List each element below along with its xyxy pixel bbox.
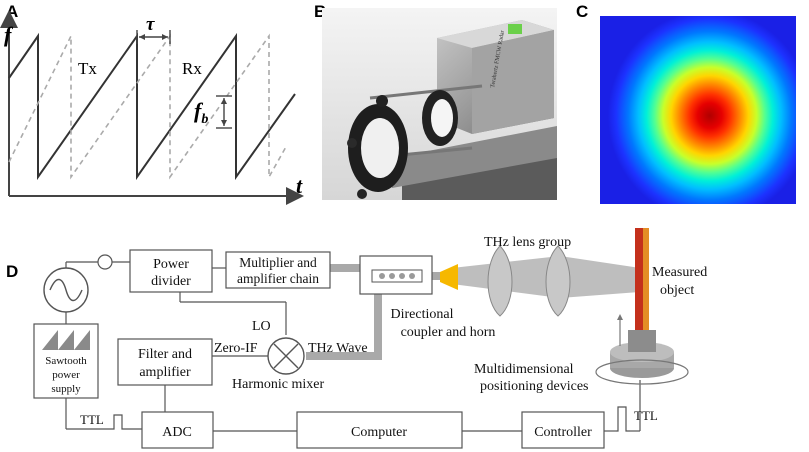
tau-label: τ	[146, 14, 155, 35]
directional-label-2: coupler and horn	[401, 325, 496, 340]
measured-label-2: object	[660, 283, 694, 298]
tx-label: Tx	[78, 59, 97, 78]
directional-label-1: Directional	[391, 307, 454, 322]
computer-box	[296, 411, 463, 449]
sawtooth-label-3: supply	[51, 383, 81, 395]
sawtooth-label-2: power	[52, 369, 80, 381]
source-loop-icon	[97, 254, 113, 270]
multiplier-label-2: amplifier chain	[237, 271, 319, 286]
lens-group-label: THz lens group	[484, 235, 571, 250]
sawtooth-icon	[42, 330, 90, 350]
filter-label-1: Filter and	[138, 347, 192, 362]
ttl-left-label: TTL	[80, 412, 104, 427]
fb-label: fb	[194, 98, 208, 127]
thz-wave-label: THz Wave	[308, 341, 368, 356]
harmonic-mixer-label: Harmonic mixer	[232, 377, 324, 392]
y-axis-label: f	[4, 22, 14, 47]
tx-waveform	[8, 32, 296, 181]
rotation-arrow-icon	[595, 359, 689, 385]
power-divider-box	[129, 249, 213, 293]
lens-1-icon	[487, 245, 513, 317]
power-divider-label-2: divider	[151, 274, 191, 289]
radar-photo: Terahertz FMCW Radar	[322, 8, 557, 200]
panel-letter-d: D	[6, 262, 19, 281]
filter-label-2: amplifier	[139, 365, 191, 380]
rx-label: Rx	[182, 59, 202, 78]
sawtooth-label-1: Sawtooth	[45, 355, 87, 367]
lo-label: LO	[252, 319, 271, 334]
multidim-label-2: positioning devices	[480, 379, 589, 394]
multidim-label-1: Multidimensional	[474, 362, 574, 377]
beam-heatmap	[600, 16, 796, 204]
multiplier-box	[225, 251, 331, 289]
x-axis-label: t	[296, 173, 303, 198]
adc-label: ADC	[162, 425, 192, 440]
controller-label: Controller	[534, 425, 592, 440]
rx-waveform	[8, 33, 288, 181]
ttl-right-label: TTL	[634, 408, 658, 423]
zero-if-label: Zero-IF	[214, 341, 258, 356]
computer-label: Computer	[351, 425, 407, 440]
panel-letter-c: C	[576, 2, 589, 21]
horn-icon	[440, 264, 458, 290]
multiplier-label-1: Multiplier and	[239, 255, 317, 270]
power-divider-label-1: Power	[153, 257, 189, 272]
panel-a-sawtooth-plot: τ fb f t Tx Rx	[0, 10, 304, 205]
controller-box	[521, 411, 605, 449]
adc-box	[141, 411, 214, 449]
measured-label-1: Measured	[652, 265, 707, 280]
lens-2-icon	[545, 245, 571, 317]
filter-amplifier-box	[117, 338, 213, 386]
